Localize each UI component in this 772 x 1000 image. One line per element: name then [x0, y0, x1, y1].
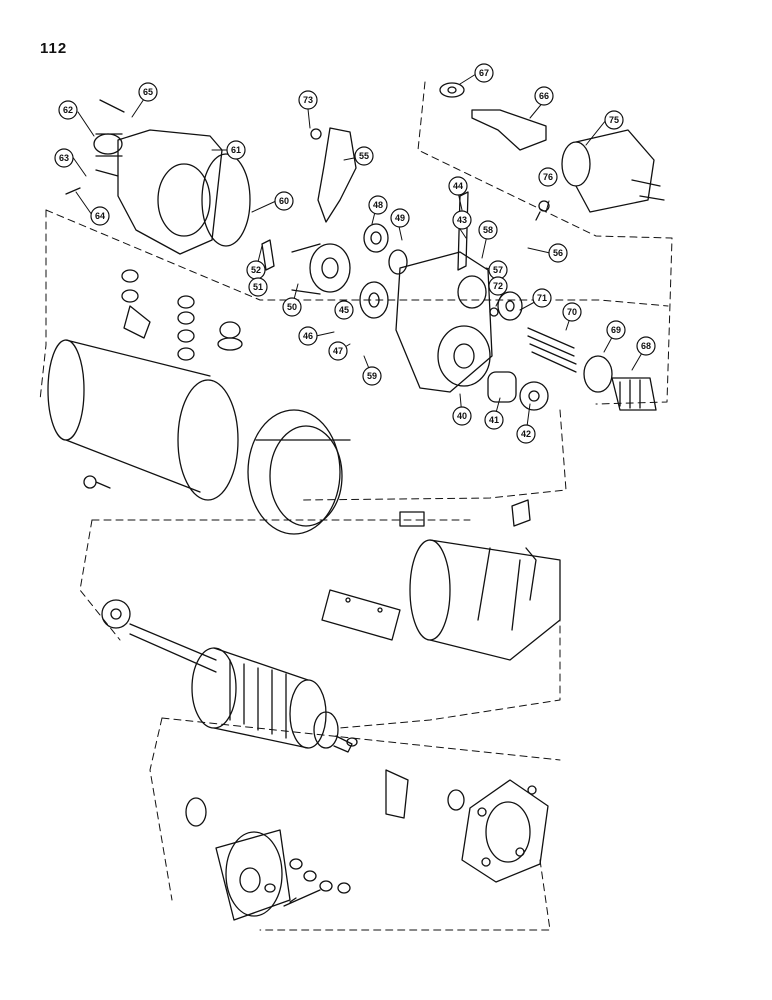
callout-66: 66	[534, 86, 554, 106]
callout-69: 69	[606, 320, 626, 340]
callout-label: 70	[567, 307, 577, 317]
solenoid-assembly	[439, 82, 665, 221]
callout-label: 64	[95, 211, 105, 221]
callout-76: 76	[538, 167, 558, 187]
drive-housing	[65, 99, 251, 255]
loose-fasteners	[83, 269, 531, 527]
callout-label: 71	[537, 293, 547, 303]
callout-40: 40	[452, 406, 472, 426]
callout-label: 45	[339, 305, 349, 315]
callout-label: 69	[611, 325, 621, 335]
callout-73: 73	[298, 90, 318, 110]
callout-61: 61	[226, 140, 246, 160]
callout-60: 60	[274, 191, 294, 211]
callout-56: 56	[548, 243, 568, 263]
callout-65: 65	[138, 82, 158, 102]
callout-52: 52	[246, 260, 266, 280]
callout-46: 46	[298, 326, 318, 346]
callout-71: 71	[532, 288, 552, 308]
callout-64: 64	[90, 206, 110, 226]
callout-57: 57	[488, 260, 508, 280]
dashed-group-outlines	[39, 81, 673, 931]
callout-label: 52	[251, 265, 261, 275]
callout-44: 44	[448, 176, 468, 196]
callout-41: 41	[484, 410, 504, 430]
callout-59: 59	[362, 366, 382, 386]
callout-62: 62	[58, 100, 78, 120]
callout-label: 62	[63, 105, 73, 115]
callout-label: 76	[543, 172, 553, 182]
callout-label: 41	[489, 415, 499, 425]
callout-48: 48	[368, 195, 388, 215]
shift-lever-group	[261, 127, 469, 319]
callout-label: 49	[395, 213, 405, 223]
callout-label: 73	[303, 95, 313, 105]
field-frame	[47, 339, 561, 661]
callout-50: 50	[282, 297, 302, 317]
callout-layer: 62 65 61 73 55 67 66 75 63 64 60 52 51 50 44 48 49 43 58 76…	[54, 63, 656, 444]
callout-label: 44	[453, 181, 463, 191]
callout-55: 55	[354, 146, 374, 166]
commutator-end	[185, 737, 549, 921]
callout-label: 47	[333, 346, 343, 356]
callout-label: 55	[359, 151, 369, 161]
page-number: 112	[40, 40, 68, 57]
callout-67: 67	[474, 63, 494, 83]
callout-label: 68	[641, 341, 651, 351]
callout-49: 49	[390, 208, 410, 228]
nose-housing	[395, 251, 549, 411]
callout-51: 51	[248, 277, 268, 297]
callout-47: 47	[328, 341, 348, 361]
callout-label: 42	[521, 429, 531, 439]
callout-label: 66	[539, 91, 549, 101]
callout-label: 58	[483, 225, 493, 235]
callout-75: 75	[604, 110, 624, 130]
callout-label: 67	[479, 68, 489, 78]
callout-label: 56	[553, 248, 563, 258]
callout-label: 51	[253, 282, 263, 292]
callout-45: 45	[334, 300, 354, 320]
callout-58: 58	[478, 220, 498, 240]
callout-68: 68	[636, 336, 656, 356]
armature	[101, 599, 353, 753]
callout-label: 40	[457, 411, 467, 421]
callout-label: 46	[303, 331, 313, 341]
callout-43: 43	[452, 210, 472, 230]
callout-label: 63	[59, 153, 69, 163]
callout-label: 48	[373, 200, 383, 210]
spring-and-boot	[527, 327, 657, 411]
callout-label: 59	[367, 371, 377, 381]
callout-label: 75	[609, 115, 619, 125]
callout-label: 60	[279, 196, 289, 206]
callout-label: 72	[493, 281, 503, 291]
callout-70: 70	[562, 302, 582, 322]
callout-72: 72	[488, 276, 508, 296]
callout-42: 42	[516, 424, 536, 444]
callout-label: 43	[457, 215, 467, 225]
callout-63: 63	[54, 148, 74, 168]
callout-label: 57	[493, 265, 503, 275]
callout-label: 65	[143, 87, 153, 97]
callout-label: 61	[231, 145, 241, 155]
callout-label: 50	[287, 302, 297, 312]
